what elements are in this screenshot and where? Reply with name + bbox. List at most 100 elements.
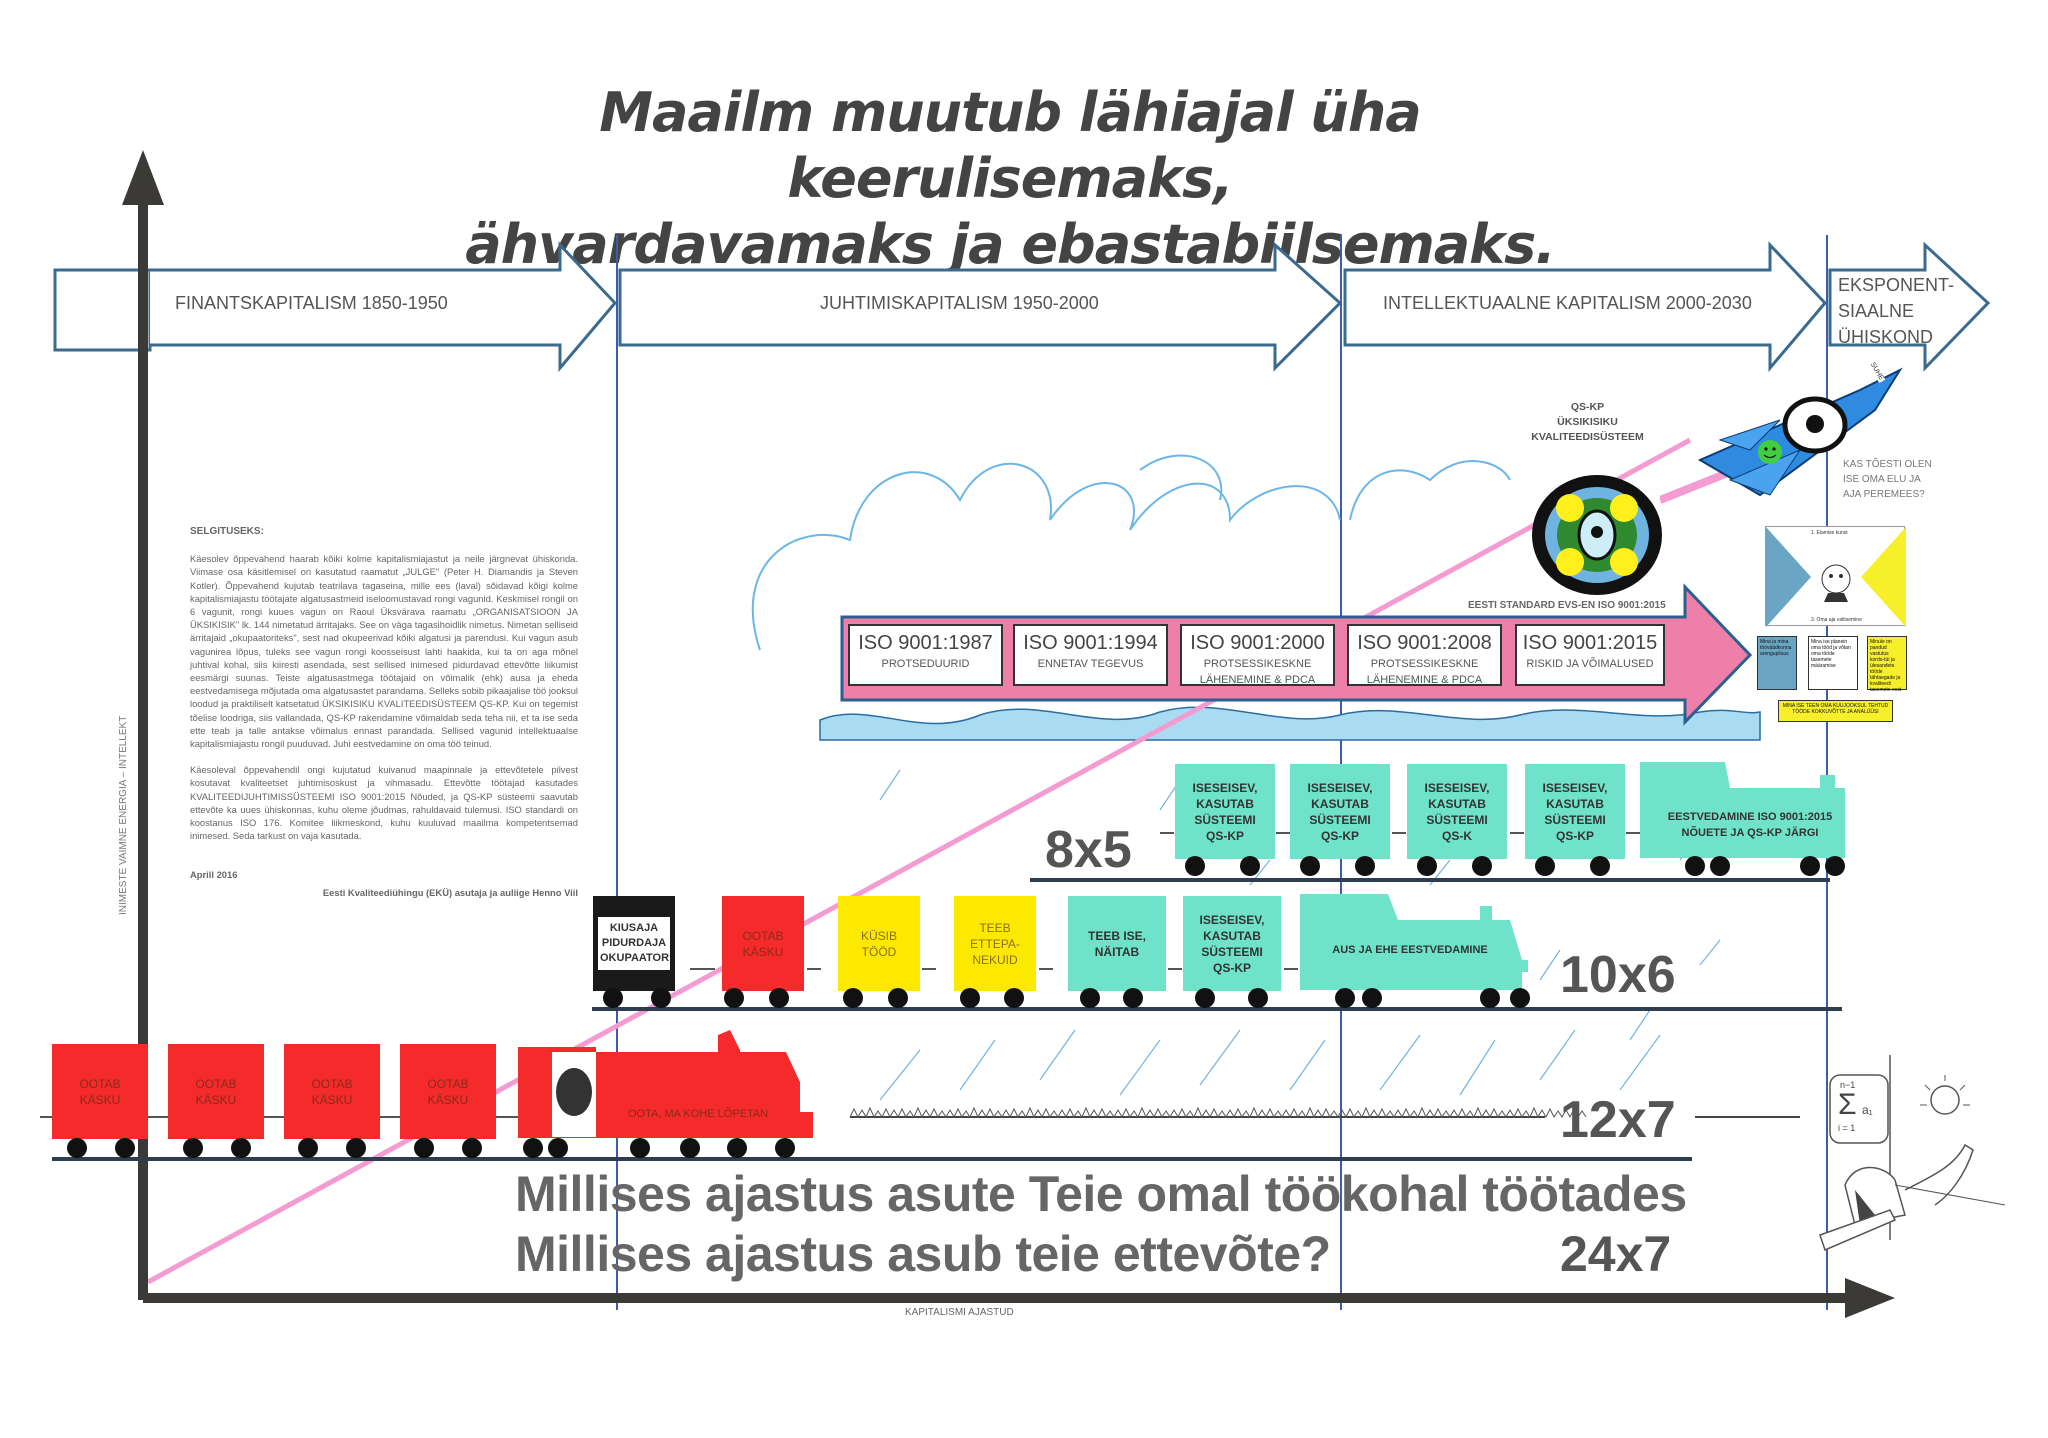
qskp-label-line: QS-KP bbox=[1570, 401, 1605, 413]
wheel bbox=[548, 1138, 568, 1158]
car-label: NÄITAB bbox=[1094, 944, 1140, 959]
wheel bbox=[1480, 988, 1500, 1008]
rail-bottom bbox=[52, 1157, 1692, 1161]
train-car-okupaator: KIUSAJA PIDURDAJA OKUPAATOR bbox=[593, 896, 675, 991]
iso-card-title: ISO 9001:1994 bbox=[1023, 632, 1158, 654]
coupler bbox=[1626, 832, 1640, 834]
era-label-eksponentsiaalne: EKSPONENT- SIAALNE ÜHISKOND bbox=[1838, 272, 1954, 350]
coupler bbox=[807, 968, 821, 970]
multiplier-8x5: 8x5 bbox=[1045, 821, 1132, 879]
car-label: OOTAB bbox=[311, 1076, 353, 1091]
stoker-figure-icon bbox=[556, 1068, 592, 1116]
legend-explanation: SELGITUSEKS: Käesolev õppevahend haarab … bbox=[190, 525, 578, 899]
coupler bbox=[1039, 968, 1053, 970]
wheel bbox=[680, 1138, 700, 1158]
coupler bbox=[1284, 968, 1298, 970]
wheel bbox=[1004, 988, 1024, 1008]
iso-caption: EESTI STANDARD EVS-EN ISO 9001:2015 bbox=[1468, 600, 1666, 611]
era-label-line: SIAALNE bbox=[1838, 301, 1915, 321]
iso-card-sub: PROTSESSIKESKNE bbox=[1370, 658, 1479, 670]
car-label: KASUTAB bbox=[1428, 796, 1486, 811]
era-label-intellektuaalne: INTELLEKTUAALNE KAPITALISM 2000-2030 bbox=[1383, 293, 1752, 313]
car-label: KASUTAB bbox=[1311, 796, 1369, 811]
car-label: QS-KP bbox=[1555, 828, 1594, 843]
wheel bbox=[183, 1138, 203, 1158]
wheel bbox=[1685, 856, 1705, 876]
wheel bbox=[462, 1138, 482, 1158]
self-question-line: AJA PEREMEES? bbox=[1843, 489, 1925, 500]
qskp-label-line: KVALITEEDISÜSTEEM bbox=[1531, 431, 1644, 443]
puzzle-box-1: Mina ja mina tööväädkonna arengupiluus bbox=[1757, 636, 1797, 690]
wheel bbox=[67, 1138, 87, 1158]
top-locomotive-shape bbox=[1640, 762, 1845, 858]
title-line-2: ähvardavamaks ja ebastabiilsemaks. bbox=[465, 213, 1556, 276]
wheel bbox=[1417, 856, 1437, 876]
wheel bbox=[888, 988, 908, 1008]
wheel bbox=[1362, 988, 1382, 1008]
car-label: KASUTAB bbox=[1546, 796, 1604, 811]
self-question-line: KAS TÕESTI OLEN bbox=[1843, 459, 1932, 470]
qskp-wheel-icon bbox=[1532, 475, 1662, 595]
formula-bottom: i = 1 bbox=[1838, 1123, 1856, 1133]
iso-card-sub: RISKID JA VÕIMALUSED bbox=[1526, 658, 1654, 670]
wheel bbox=[630, 1138, 650, 1158]
wheel bbox=[1248, 988, 1268, 1008]
era-arrow-eksponentsiaalne bbox=[1828, 241, 1991, 372]
wheel bbox=[115, 1138, 135, 1158]
wheel bbox=[1185, 856, 1205, 876]
puzzle-piece-label: 1. Elamise kunst bbox=[1811, 530, 1848, 536]
bottom-locomotive-shape bbox=[518, 1030, 813, 1138]
car-label: KÄSKU bbox=[427, 1092, 469, 1107]
car-label: ISESEISEV, bbox=[1424, 780, 1490, 795]
puzzle-diagram: 1. Elamise kunst 3. Oma aja valitsemine bbox=[1765, 526, 1906, 627]
middle-locomotive-shape bbox=[1300, 894, 1528, 990]
wheel bbox=[1472, 856, 1492, 876]
wheel bbox=[1535, 856, 1555, 876]
coupler bbox=[1276, 832, 1290, 834]
rocket-icon bbox=[1660, 367, 1903, 504]
engine-label: EESTVEDAMINE ISO 9001:2015 bbox=[1667, 811, 1833, 823]
coupler bbox=[264, 1116, 284, 1118]
wheel bbox=[727, 1138, 747, 1158]
qskp-label-line: ÜKSIKISIKU bbox=[1557, 416, 1618, 428]
iso-card-2000: ISO 9001:2000 PROTSESSIKESKNE LÄHENEMINE… bbox=[1180, 624, 1335, 686]
wheel bbox=[1800, 856, 1820, 876]
legend-paragraph-1: Käesolev õppevahend haarab kõiki kolme k… bbox=[190, 553, 578, 750]
engine-label: NÕUETE JA QS-KP JÄRGI bbox=[1681, 827, 1819, 839]
wheel bbox=[1300, 856, 1320, 876]
iso-card-title: ISO 9001:2000 bbox=[1190, 632, 1325, 654]
question-1: Millises ajastus asute Teie omal töökoha… bbox=[515, 1166, 1687, 1222]
iso-card-sub: LÄHENEMINE & PDCA bbox=[1199, 674, 1316, 686]
car-label: TEEB ISE, bbox=[1087, 928, 1146, 943]
y-axis-arrowhead bbox=[122, 150, 164, 205]
bottom-locomotive-label: OOTA, MA KOHE LÕPETAN bbox=[628, 1108, 769, 1120]
car-label: ISESEISEV, bbox=[1542, 780, 1608, 795]
era-label-line: EKSPONENT- bbox=[1838, 275, 1955, 295]
rail-middle bbox=[592, 1007, 1842, 1011]
era-arrow-juhtimiskapitalism bbox=[618, 241, 1343, 372]
x-axis-label: KAPITALISMI AJASTUD bbox=[905, 1307, 1014, 1318]
wheel bbox=[1590, 856, 1610, 876]
multiplier-10x6: 10x6 bbox=[1560, 946, 1676, 1004]
train-car: TEEB ISE,NÄITAB bbox=[1068, 896, 1166, 991]
iso-card-sub: PROTSESSIKESKNE bbox=[1203, 658, 1312, 670]
car-label: QS-KP bbox=[1320, 828, 1359, 843]
coupler bbox=[690, 968, 715, 970]
coupler bbox=[380, 1116, 400, 1118]
car-label: SÜSTEEMI bbox=[1194, 812, 1256, 827]
iso-card-2015: ISO 9001:2015 RISKID JA VÕIMALUSED bbox=[1515, 624, 1665, 686]
car-label: OOTAB bbox=[427, 1076, 469, 1091]
iso-card-2008: ISO 9001:2008 PROTSESSIKESKNE LÄHENEMINE… bbox=[1347, 624, 1502, 686]
puzzle-bottom-box: MINA ISE TEEN OMA KUUJOOKSUL TEHTUD TÖÖD… bbox=[1778, 700, 1893, 722]
car-label: KÜSIB bbox=[860, 928, 897, 943]
coupler bbox=[496, 1116, 518, 1118]
iso-card-sub: ENNETAV TEGEVUS bbox=[1037, 658, 1144, 670]
car-label: QS-KP bbox=[1205, 828, 1244, 843]
wheel bbox=[1195, 988, 1215, 1008]
